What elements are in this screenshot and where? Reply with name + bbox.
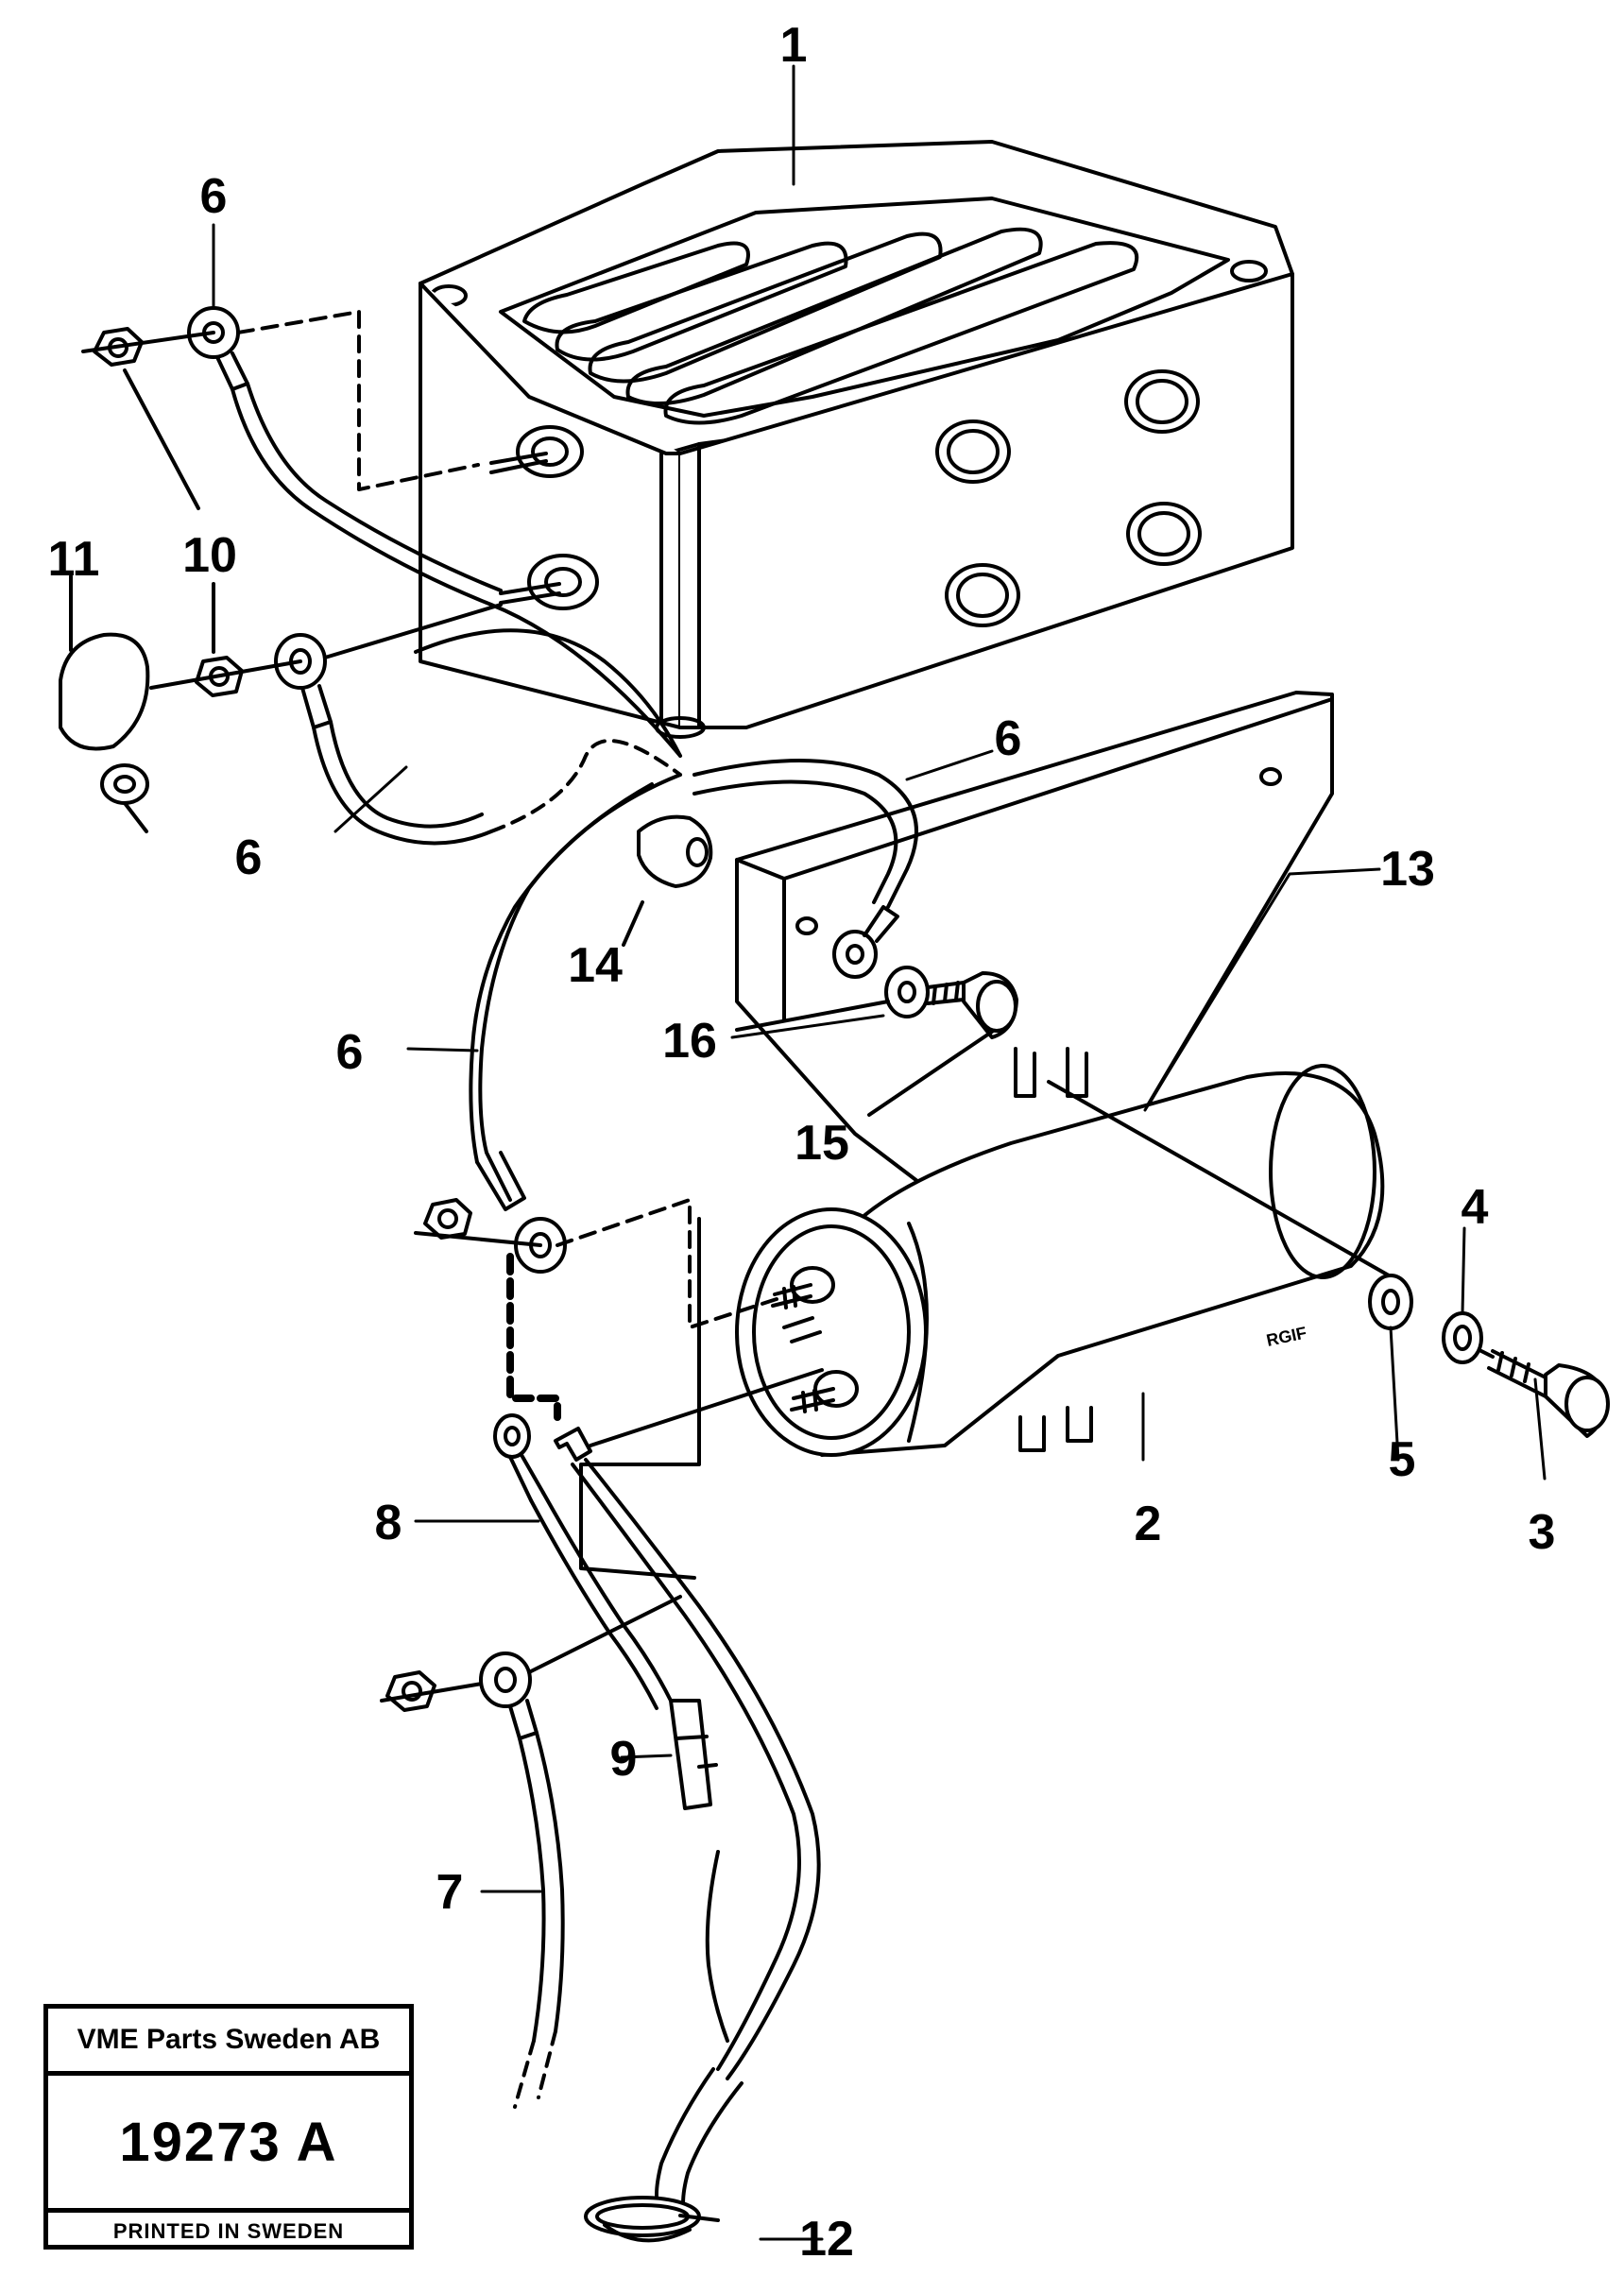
leader-lines [212, 64, 1547, 2241]
capacitor-leads [493, 1368, 824, 2243]
company-name: VME Parts Sweden AB [48, 2009, 409, 2076]
callout-6-right: 6 [994, 711, 1022, 766]
callout-12: 12 [799, 2212, 854, 2267]
callout-13: 13 [1380, 842, 1435, 897]
drawing-number: 19273 A [48, 2076, 409, 2213]
nuts-and-washers-left [59, 310, 1018, 1247]
callout-11: 11 [47, 532, 100, 587]
printed-in-note: PRINTED IN SWEDEN [112, 2219, 345, 2243]
callout-15: 15 [795, 1116, 849, 1171]
drawing-label-plate: VME Parts Sweden AB 19273 A PRINTED IN S… [43, 2004, 414, 2250]
screw-and-washers [1368, 1274, 1610, 1438]
capacitor: RGIF [735, 1064, 1391, 1457]
callout-16: 16 [662, 1014, 717, 1069]
callout-7: 7 [436, 1865, 464, 1920]
callout-14: 14 [568, 938, 623, 993]
capacitor-marking: RGIF [1265, 1323, 1308, 1350]
regulator-box [419, 140, 1294, 739]
callout-6-left: 6 [234, 830, 263, 885]
callout-3: 3 [1528, 1505, 1556, 1560]
callout-4: 4 [1461, 1180, 1489, 1235]
callout-6-lower: 6 [335, 1025, 364, 1080]
callout-2: 2 [1134, 1497, 1162, 1551]
cable-7 [380, 1595, 682, 2109]
callout-1: 1 [779, 18, 808, 73]
callout-5: 5 [1388, 1432, 1416, 1487]
callout-9: 9 [609, 1732, 638, 1787]
callout-6-top: 6 [199, 169, 228, 224]
callout-10-upper: 10 [182, 528, 237, 583]
callout-8: 8 [374, 1496, 402, 1550]
